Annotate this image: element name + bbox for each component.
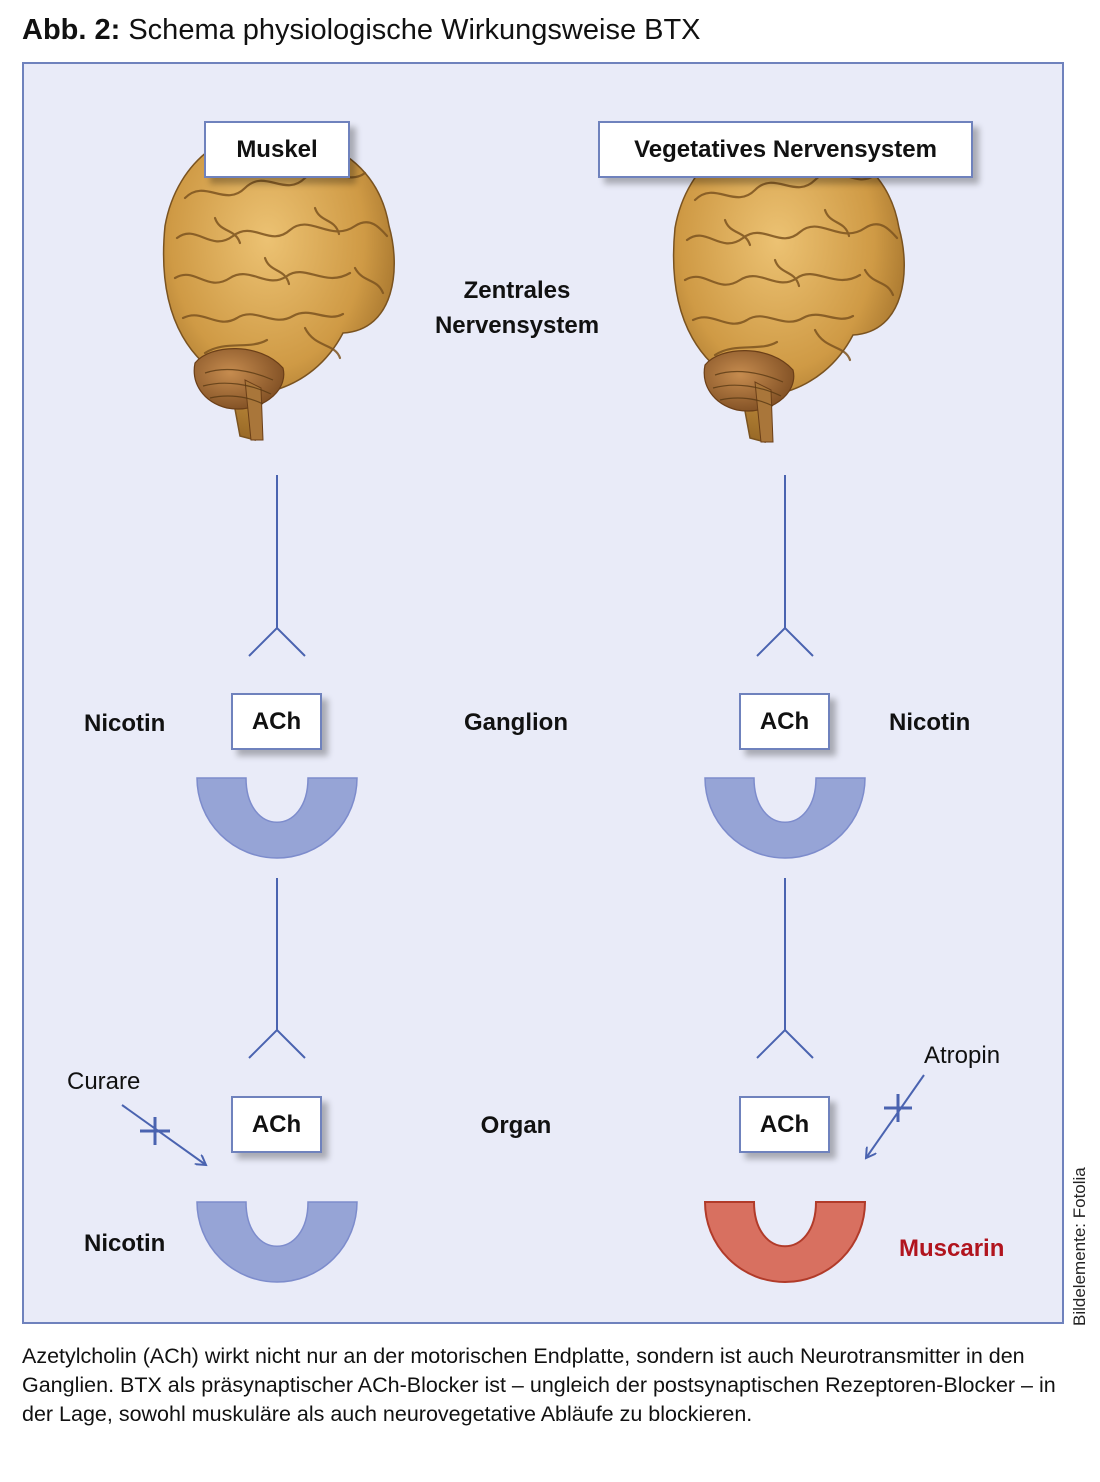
- image-credit: Bildelemente: Fotolia: [1070, 1167, 1089, 1326]
- figure-title: Abb. 2: Schema physiologische Wirkungswe…: [22, 14, 701, 47]
- nerve-right-lower: [756, 878, 814, 1059]
- ach-left-organ-text: ACh: [251, 1110, 302, 1138]
- ach-box-left-ganglion: ACh: [231, 693, 322, 750]
- brain-right: [672, 131, 906, 444]
- atropin-blocker-arrow: [866, 1074, 925, 1158]
- receptor-right-organ: [704, 1201, 866, 1283]
- ach-box-right-organ: ACh: [739, 1096, 830, 1153]
- label-zentrales-nervensystem: Zentrales Nervensystem: [417, 273, 617, 343]
- header-muskel: Muskel: [204, 121, 350, 178]
- caption-text: Azetylcholin (ACh) wirkt nicht nur an de…: [22, 1344, 1056, 1426]
- ach-box-left-organ: ACh: [231, 1096, 322, 1153]
- label-ganglion: Ganglion: [464, 709, 568, 736]
- receptor-left-ganglion: [196, 777, 358, 859]
- header-muskel-text: Muskel: [236, 135, 318, 163]
- receptor-left-organ: [196, 1201, 358, 1283]
- label-nicotin-left-ganglion: Nicotin: [84, 710, 166, 737]
- label-curare: Curare: [67, 1068, 141, 1095]
- header-vegetatives-nervensystem: Vegetatives Nervensystem: [598, 121, 973, 178]
- nerve-left-lower: [248, 878, 306, 1059]
- label-nicotin-left-organ: Nicotin: [84, 1230, 166, 1257]
- ach-left-ganglion-text: ACh: [251, 707, 302, 735]
- label-cns-line2: Nervensystem: [434, 312, 600, 339]
- ach-right-ganglion-text: ACh: [759, 707, 810, 735]
- ach-box-right-ganglion: ACh: [739, 693, 830, 750]
- label-cns-line1: Zentrales: [463, 277, 571, 304]
- nerve-lines: [248, 475, 814, 1059]
- figure-caption: Azetylcholin (ACh) wirkt nicht nur an de…: [22, 1342, 1072, 1429]
- label-organ: Organ: [480, 1112, 552, 1139]
- figure-title-text: Schema physiologische Wirkungsweise BTX: [128, 14, 701, 46]
- label-nicotin-right-ganglion: Nicotin: [889, 709, 971, 736]
- ach-right-organ-text: ACh: [759, 1110, 810, 1138]
- nerve-right-upper: [756, 475, 814, 657]
- receptor-right-ganglion: [704, 777, 866, 859]
- curare-blocker-arrow: [121, 1104, 206, 1165]
- label-muscarin: Muscarin: [899, 1235, 1005, 1262]
- label-atropin: Atropin: [924, 1042, 1001, 1069]
- figure-label: Abb. 2:: [22, 14, 121, 46]
- header-vegetatives-text: Vegetatives Nervensystem: [634, 135, 937, 163]
- nerve-left-upper: [248, 475, 306, 657]
